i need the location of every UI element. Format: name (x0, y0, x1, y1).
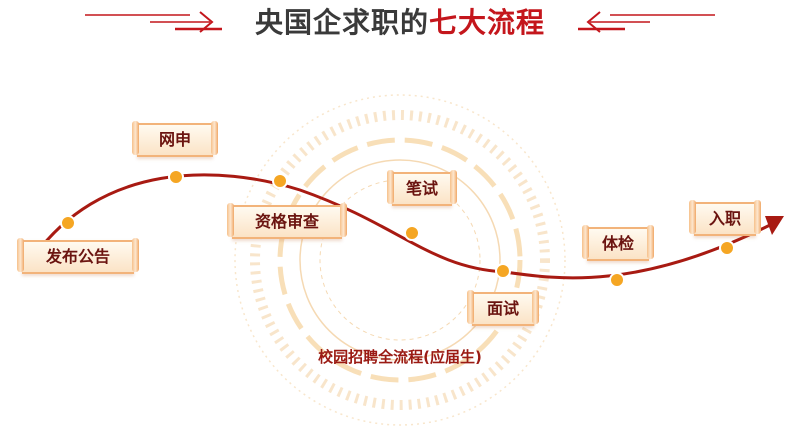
header-decoration-right (578, 11, 715, 33)
page-title: 央国企求职的七大流程 (0, 4, 800, 42)
title-part-2: 七大流程 (429, 6, 546, 39)
step-label-onboarding: 入职 (689, 200, 761, 236)
step-label-online-application: 网申 (132, 121, 218, 157)
background-rings (234, 94, 566, 426)
step-dot-2 (168, 169, 184, 185)
step-label-written-exam: 笔试 (387, 170, 457, 206)
step-label-medical-exam: 体检 (582, 225, 654, 261)
header-decoration-left (85, 11, 222, 33)
step-dot-7 (719, 240, 735, 256)
title-part-1: 央国企求职的 (254, 6, 429, 39)
step-label-qualification-review: 资格审查 (227, 203, 347, 239)
step-dot-5 (495, 263, 511, 279)
step-dot-1 (60, 215, 76, 231)
step-label-interview: 面试 (467, 290, 539, 326)
arrow-head-icon (765, 216, 784, 235)
step-dot-4 (404, 225, 420, 241)
step-dot-6 (609, 272, 625, 288)
flow-curve (28, 173, 772, 280)
diagram-subtitle: 校园招聘全流程(应届生) (318, 348, 482, 366)
step-dot-3 (272, 173, 288, 189)
step-label-announcement: 发布公告 (17, 238, 139, 274)
step-dots (60, 169, 735, 288)
